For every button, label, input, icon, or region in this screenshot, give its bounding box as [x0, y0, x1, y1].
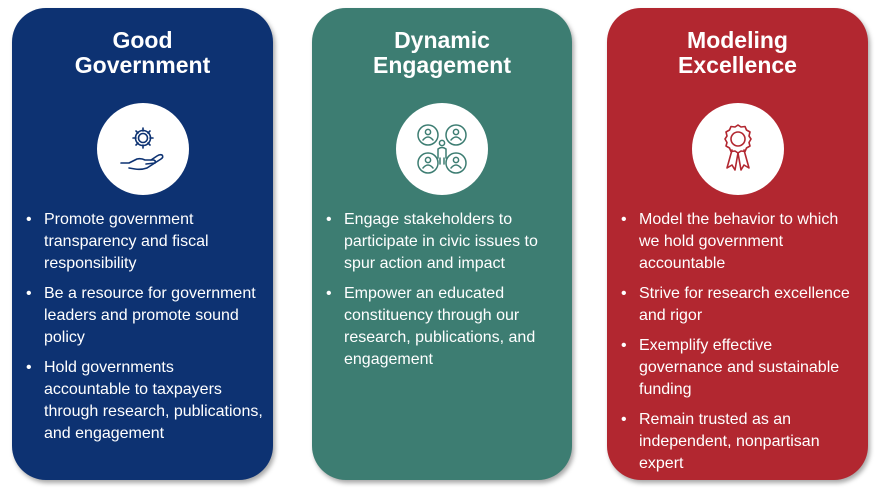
card-title-line1: Dynamic — [394, 27, 490, 53]
people-network-icon — [417, 124, 467, 174]
bullet-list: Engage stakeholders to participate in ci… — [326, 209, 562, 379]
card-title-line1: Modeling — [687, 27, 788, 53]
bullet-item: Remain trusted as an independent, nonpar… — [621, 409, 858, 475]
card-title-line2: Engagement — [372, 52, 512, 78]
card-modeling-excellence: Modeling Excellence Model the behavior t… — [607, 8, 868, 480]
bullet-item: Exemplify effective governance and susta… — [621, 335, 858, 401]
bullet-item: Strive for research excellence and rigor — [621, 283, 858, 327]
bullet-item: Model the behavior to which we hold gove… — [621, 209, 858, 275]
bullet-item: Promote government transparency and fisc… — [26, 209, 263, 275]
award-ribbon-icon — [723, 124, 752, 171]
card-dynamic-engagement: Dynamic Engagement Engage stakeholders t… — [312, 8, 572, 480]
icon-badge — [396, 103, 488, 195]
bullet-item: Empower an educated constituency through… — [326, 283, 562, 371]
bullet-list: Promote government transparency and fisc… — [26, 209, 263, 453]
bullet-list: Model the behavior to which we hold gove… — [621, 209, 858, 483]
icon-badge — [691, 103, 784, 195]
bullet-item: Be a resource for government leaders and… — [26, 283, 263, 349]
card-title: Modeling Excellence — [607, 28, 868, 78]
card-title: Good Government — [12, 28, 273, 78]
card-title-line2: Government — [74, 52, 211, 78]
card-title-line1: Good — [112, 27, 173, 53]
bullet-item: Hold governments accountable to taxpayer… — [26, 357, 263, 445]
icon-badge — [96, 103, 189, 195]
gear-hand-icon — [119, 127, 164, 171]
bullet-item: Engage stakeholders to participate in ci… — [326, 209, 562, 275]
card-title-line2: Excellence — [678, 52, 797, 78]
card-good-government: Good Government Promote government trans… — [12, 8, 273, 480]
card-title: Dynamic Engagement — [312, 28, 572, 78]
